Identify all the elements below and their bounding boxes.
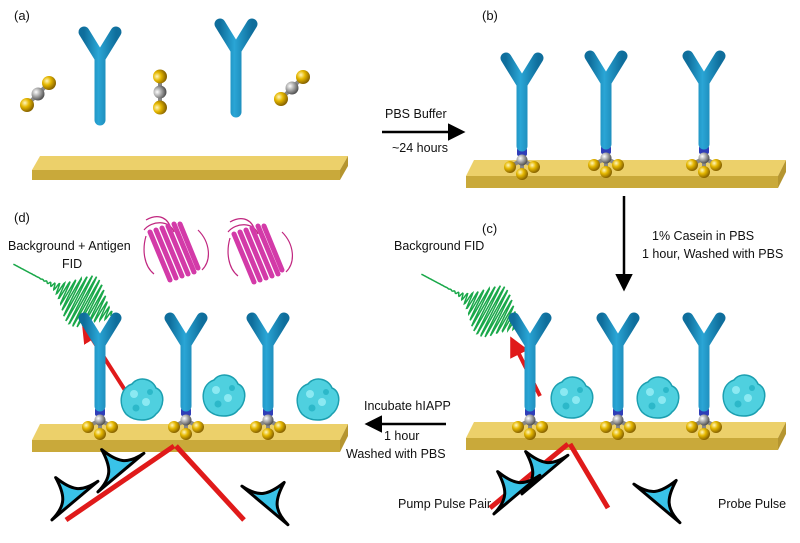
free-antibody: [84, 32, 116, 120]
casein-blocker: [722, 374, 766, 417]
probe-pulse-label: Probe Pulse: [718, 497, 786, 511]
free-linker-molecule: [272, 68, 312, 108]
casein-blocker: [636, 376, 680, 419]
bound-antibody: [170, 318, 202, 406]
pump-beam: [64, 443, 176, 523]
bound-antibody: [84, 318, 116, 406]
bound-antibody: [514, 318, 546, 406]
bound-antibody: [688, 56, 720, 144]
fid-waveform-c: [421, 273, 521, 338]
step-c-d-line3: Washed with PBS: [346, 447, 446, 461]
probe-pulse-icon: [632, 459, 701, 525]
bound-antibody: [602, 318, 634, 406]
bound-antibody: [590, 56, 622, 144]
probe-pulse-icon: [240, 461, 309, 527]
panel-label-d: (d): [14, 210, 30, 225]
probe-beam: [567, 442, 611, 510]
free-linker-molecule: [135, 67, 186, 118]
free-linker-molecule: [18, 74, 58, 114]
step-a-b-line1: PBS Buffer: [385, 107, 447, 121]
casein-blocker: [120, 378, 164, 421]
pump-pulse-icon: [31, 456, 100, 522]
step-a-b-line2: ~24 hours: [392, 141, 448, 155]
casein-blocker: [550, 376, 594, 419]
panel-label-c: (c): [482, 221, 497, 236]
step-b-c-line1: 1% Casein in PBS: [652, 229, 754, 243]
step-c-d-line2: 1 hour: [384, 429, 419, 443]
bound-antibody: [252, 318, 284, 406]
fid-label-d-line1: Background + Antigen: [8, 239, 131, 253]
probe-beam: [174, 444, 246, 522]
surface-a: [32, 156, 348, 180]
antigen-hiapp: [144, 217, 208, 280]
free-antibody: [220, 24, 252, 112]
bound-antibody: [506, 58, 538, 146]
pump-pulse-label: Pump Pulse Pair: [398, 497, 491, 511]
step-c-d-line1: Incubate hIAPP: [364, 399, 451, 413]
panel-label-b: (b): [482, 8, 498, 23]
step-b-c-line2: 1 hour, Washed with PBS: [642, 247, 783, 261]
fid-label-c: Background FID: [394, 239, 484, 253]
bound-antibody: [688, 318, 720, 406]
fid-waveform-d: [13, 263, 113, 328]
panel-label-a: (a): [14, 8, 30, 23]
casein-blocker: [202, 374, 246, 417]
antigen-hiapp: [228, 219, 292, 282]
fid-label-d-line2: FID: [62, 257, 82, 271]
casein-blocker: [296, 378, 340, 421]
